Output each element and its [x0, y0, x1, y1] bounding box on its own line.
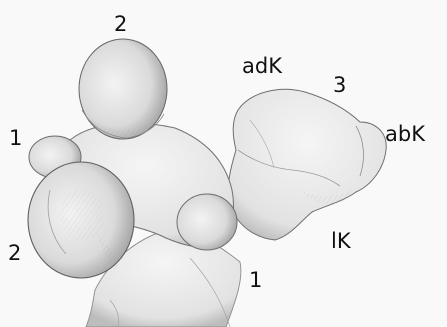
small-bud: [177, 194, 237, 250]
label-3: 3: [333, 75, 346, 96]
label-2-left: 2: [8, 243, 21, 264]
top-sphere: [79, 39, 167, 139]
label-1-left: 1: [9, 128, 22, 149]
label-2-top: 2: [114, 14, 127, 35]
label-adk: adK: [242, 56, 282, 77]
label-lk: lK: [331, 231, 351, 252]
label-abk: abK: [385, 124, 425, 145]
label-1-bottom: 1: [249, 270, 262, 291]
